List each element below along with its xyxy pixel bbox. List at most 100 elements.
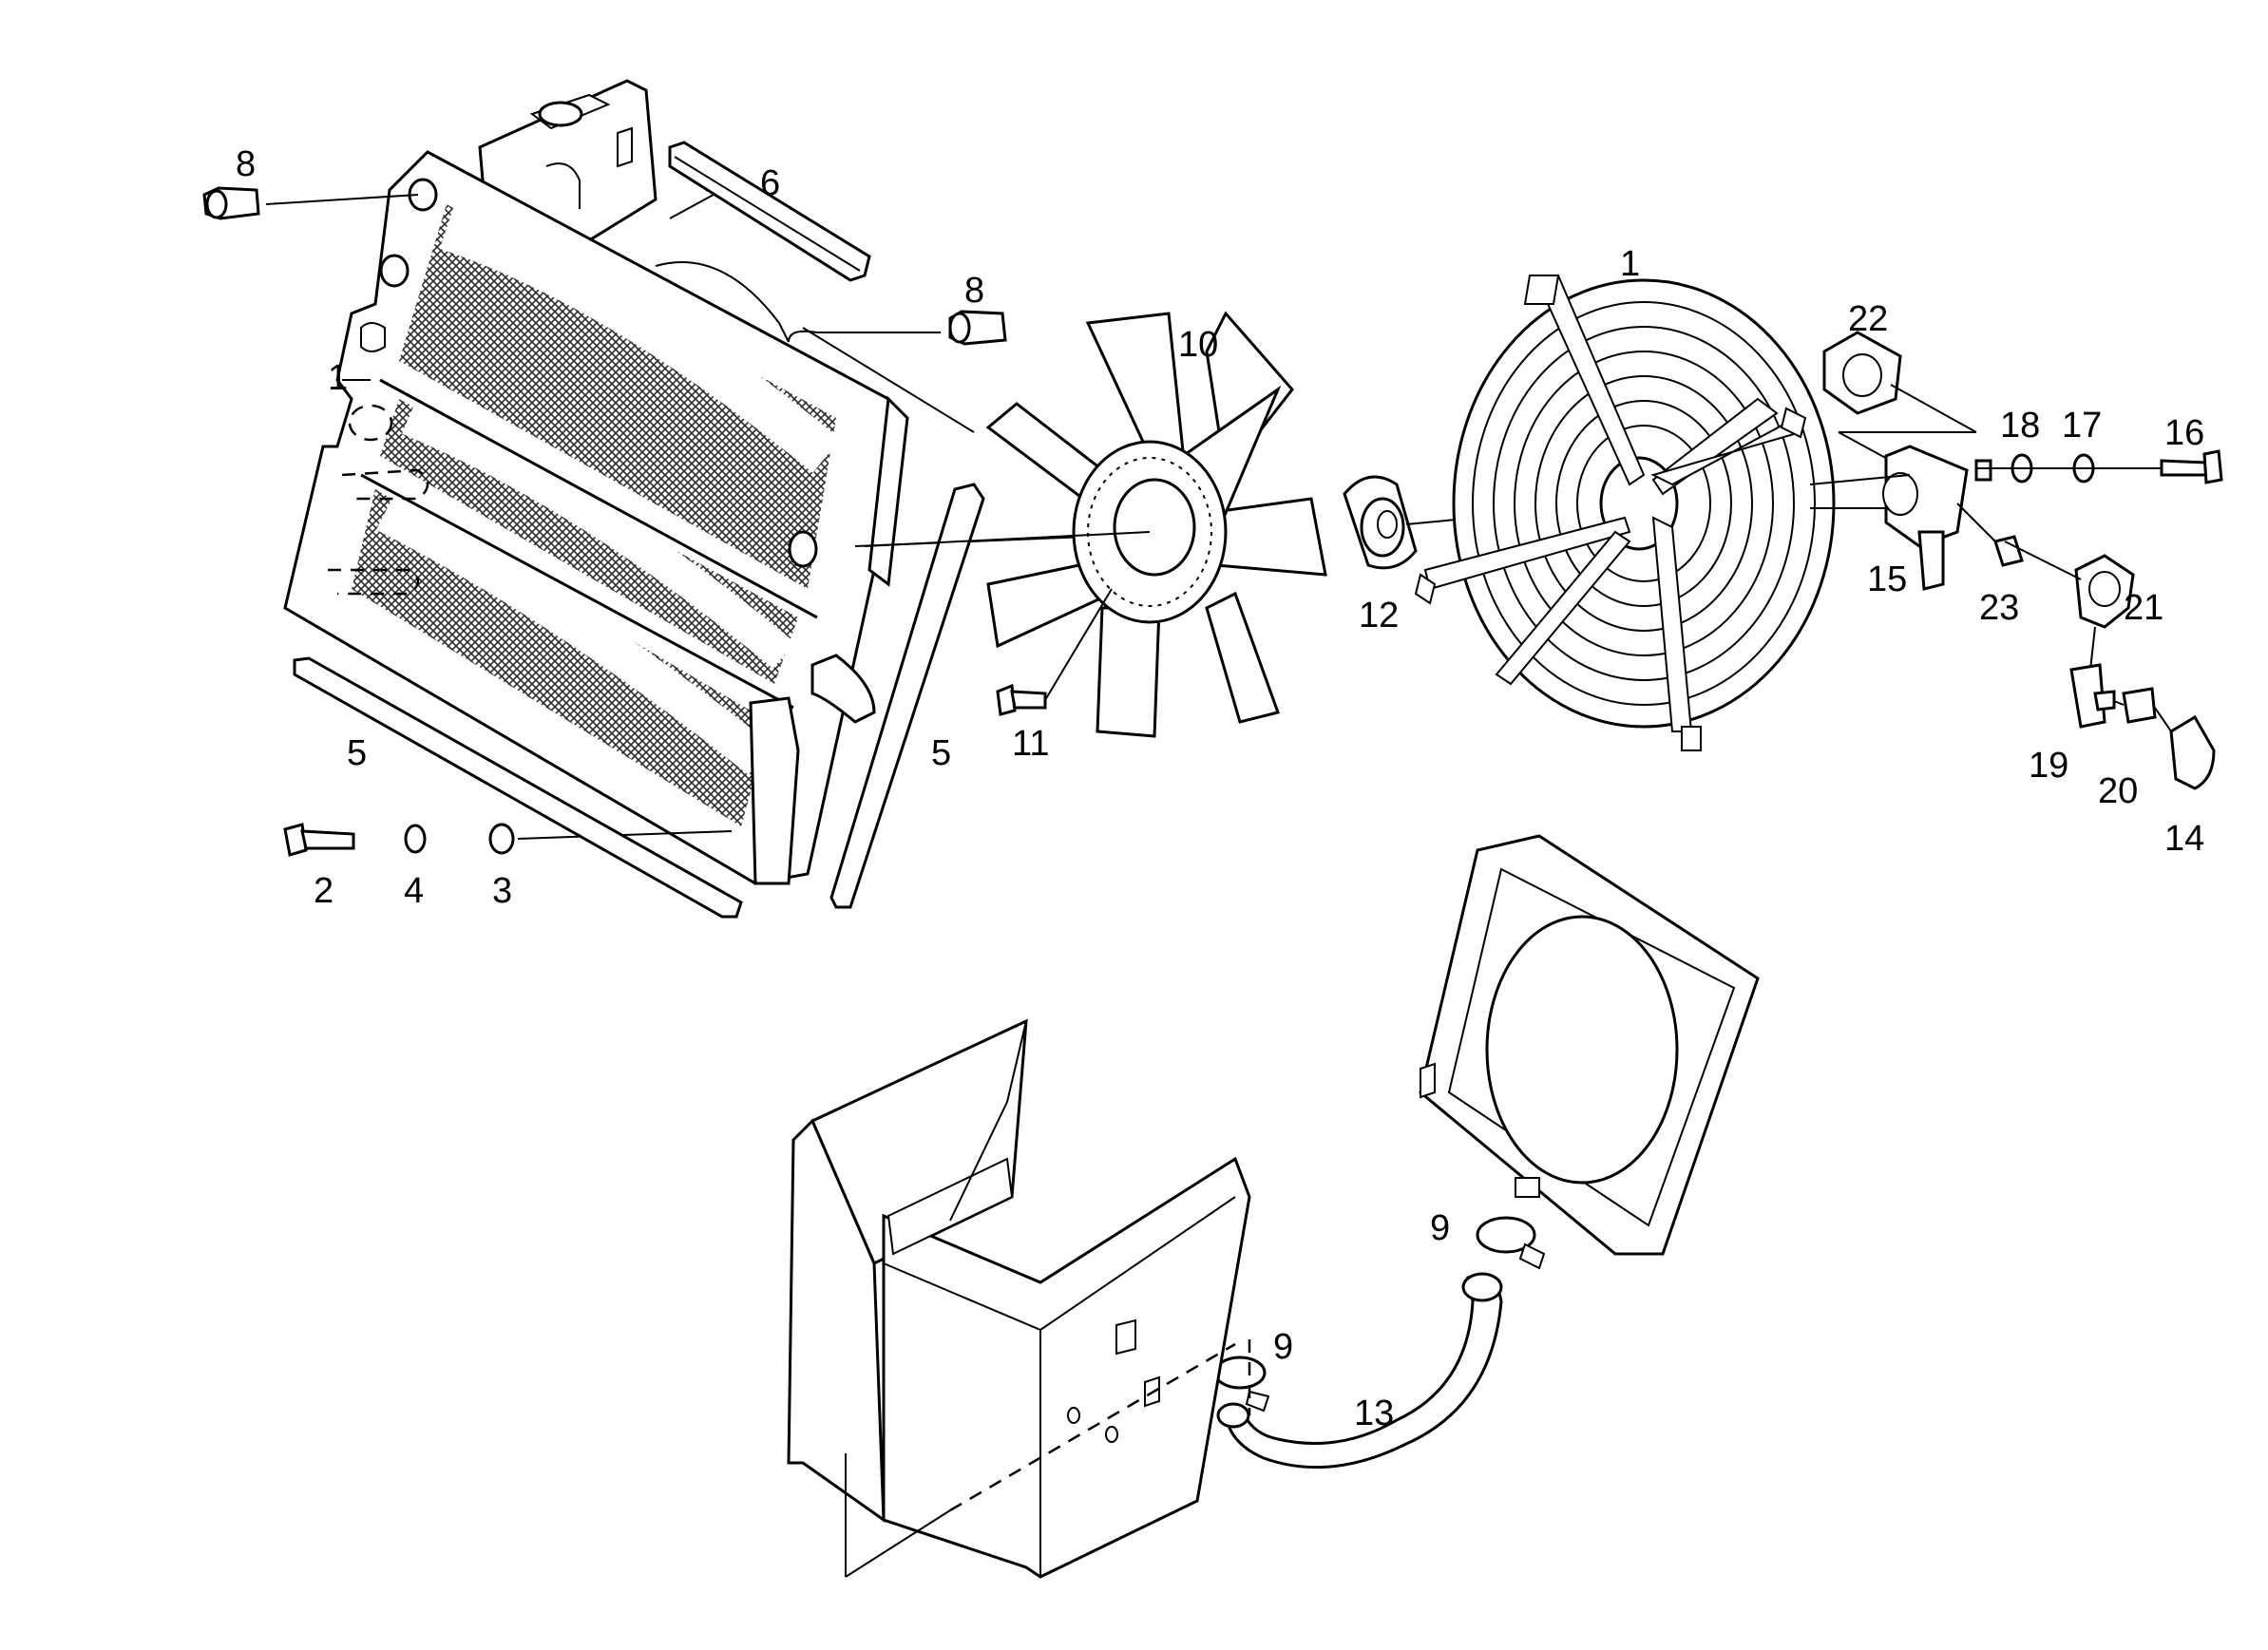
guard-ring-4 bbox=[1514, 351, 1774, 656]
tank-neck bbox=[545, 162, 581, 209]
shroud-opening bbox=[1485, 915, 1679, 1185]
panel-hole-2 bbox=[1105, 1426, 1118, 1443]
panel-hole-1 bbox=[1067, 1407, 1080, 1424]
frame-port-hidden-3 bbox=[328, 568, 420, 596]
shroud-spigot bbox=[1515, 1177, 1540, 1198]
guard-ring-6 bbox=[1555, 400, 1732, 607]
washer-4 bbox=[404, 824, 427, 854]
label-bolt-16: 16 bbox=[2164, 413, 2204, 453]
elbow-14 bbox=[2154, 707, 2216, 790]
guard-strut-4 bbox=[1423, 516, 1631, 591]
fan-10 bbox=[864, 311, 1327, 738]
radiator-core-upper bbox=[399, 204, 836, 589]
fan-hub-center bbox=[1113, 478, 1196, 577]
label-washer-18: 18 bbox=[2000, 406, 2040, 446]
core-highlight-1 bbox=[439, 207, 841, 473]
guard-ring-5 bbox=[1534, 375, 1753, 632]
label-washer-17: 17 bbox=[2062, 406, 2102, 446]
label-washer-3: 3 bbox=[492, 871, 512, 911]
panel-front bbox=[882, 1156, 1251, 1579]
leader-8-top bbox=[265, 194, 419, 205]
shroud-assembly bbox=[1419, 834, 1760, 1256]
fan-blade-1 bbox=[1085, 312, 1185, 458]
elbow-21 bbox=[2004, 541, 2135, 671]
guard-tab-1 bbox=[1523, 275, 1560, 305]
frame-side-rail bbox=[867, 395, 909, 587]
shroud-back bbox=[655, 261, 790, 343]
core-divider-1 bbox=[379, 378, 818, 619]
guard-ring-7 bbox=[1576, 425, 1711, 582]
plug-8-top bbox=[202, 186, 260, 220]
panel-leader-2 bbox=[949, 1020, 1027, 1222]
core-divider-2 bbox=[360, 473, 794, 710]
hub-12 bbox=[1343, 475, 1626, 570]
label-seal-5-left: 5 bbox=[347, 733, 367, 773]
washer-3 bbox=[488, 823, 515, 855]
label-seal-6: 6 bbox=[760, 163, 780, 203]
label-washer-4: 4 bbox=[404, 871, 424, 911]
leader-fan-axis bbox=[864, 531, 1151, 547]
label-hose-13: 13 bbox=[1354, 1394, 1394, 1433]
shroud-tab bbox=[1420, 1062, 1436, 1099]
label-bolt-11: 11 bbox=[1012, 724, 1049, 764]
frame-notch bbox=[360, 322, 386, 352]
core-highlight-3 bbox=[375, 496, 772, 775]
label-seal-5-right: 5 bbox=[931, 733, 951, 773]
panel-hose-path bbox=[949, 1342, 1236, 1512]
seal-5-left bbox=[293, 656, 743, 919]
frame-lower-bracket bbox=[749, 696, 800, 885]
clamp-9-top bbox=[1476, 1216, 1546, 1270]
leader-8-guide bbox=[802, 327, 975, 433]
label-plug-8-right: 8 bbox=[964, 271, 984, 311]
frame-port-1 bbox=[788, 530, 818, 568]
label-elbow-14: 14 bbox=[2164, 819, 2204, 859]
label-sensor-15: 15 bbox=[1867, 559, 1907, 599]
tank-cap bbox=[538, 101, 583, 127]
cover-22 bbox=[1822, 331, 1977, 433]
sensor-15-bracket bbox=[1974, 459, 1992, 482]
plug-8-right bbox=[948, 310, 1007, 346]
label-clamp-9-bottom: 9 bbox=[1273, 1327, 1293, 1367]
sensor-15 bbox=[1809, 445, 1969, 591]
label-guard-1: 1 bbox=[1620, 244, 1640, 284]
radiator-core-lower bbox=[352, 489, 770, 826]
core-highlight-2 bbox=[402, 402, 795, 669]
label-radiator-1: 1 bbox=[328, 358, 348, 398]
label-fitting-23: 23 bbox=[1979, 588, 2019, 628]
frame-port-3 bbox=[379, 254, 410, 288]
panel-bracket bbox=[886, 1157, 1014, 1256]
fan-blade-7 bbox=[1205, 591, 1280, 724]
leader-22-b bbox=[1838, 431, 1892, 462]
bolt-11 bbox=[996, 588, 1113, 716]
guard-ring-2 bbox=[1472, 301, 1816, 706]
bolt-16 bbox=[1976, 449, 2223, 484]
frame-pipe-outlet bbox=[810, 654, 876, 724]
label-bolt-2: 2 bbox=[314, 871, 334, 911]
guard-ring-3 bbox=[1493, 326, 1795, 681]
label-cover-22: 22 bbox=[1848, 299, 1888, 339]
lower-panel bbox=[787, 1018, 1251, 1579]
guard-strut-5 bbox=[1495, 530, 1631, 686]
label-fan-10: 10 bbox=[1178, 325, 1218, 365]
panel-clip-1 bbox=[1115, 1318, 1136, 1356]
panel-leader bbox=[845, 1453, 951, 1578]
label-elbow-21: 21 bbox=[2124, 588, 2163, 628]
seal-6 bbox=[668, 141, 871, 282]
hose-13 bbox=[1216, 1272, 1503, 1470]
label-fitting-20: 20 bbox=[2098, 771, 2138, 811]
frame-port-hidden-1 bbox=[348, 404, 393, 442]
guard-tab-2 bbox=[1780, 407, 1807, 439]
fitting-20 bbox=[2113, 687, 2157, 724]
fitting-23 bbox=[1956, 503, 2024, 567]
seal-5-right bbox=[829, 483, 985, 909]
frame-port-hidden-2 bbox=[341, 468, 429, 501]
guard-tab-3 bbox=[1681, 726, 1702, 751]
tee-19 bbox=[2069, 663, 2116, 729]
label-tee-19: 19 bbox=[2029, 746, 2068, 786]
tank-port bbox=[617, 126, 633, 168]
fan-blade-6 bbox=[1096, 606, 1161, 738]
label-plug-8-top: 8 bbox=[236, 144, 256, 184]
label-hub-12: 12 bbox=[1359, 596, 1399, 635]
